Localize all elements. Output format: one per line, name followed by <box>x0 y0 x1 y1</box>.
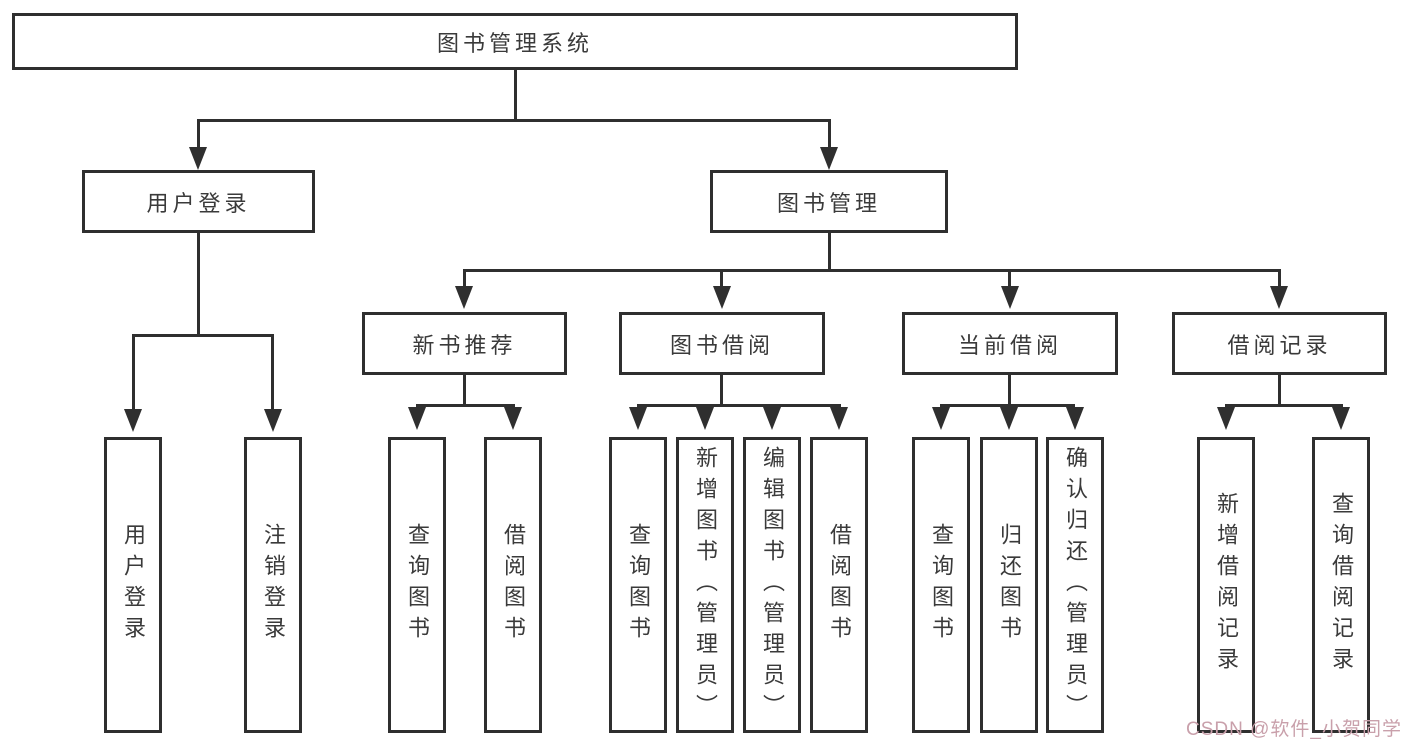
node-leaf-record-add-label: 新增借阅记录 <box>1214 492 1239 678</box>
node-leaf-borrow-add-label: 新增图书（管理员） <box>693 445 718 725</box>
arrowhead-record-add-icon <box>1217 407 1235 430</box>
node-root-label: 图书管理系统 <box>436 30 593 56</box>
arrowhead-user-login-icon <box>189 147 207 170</box>
node-leaf-borrow-add: 新增图书（管理员） <box>676 437 734 733</box>
arrowhead-book-borrow-icon <box>713 286 731 309</box>
node-leaf-borrow-borrow-label: 借阅图书 <box>827 523 852 647</box>
node-leaf-newbook-borrow-label: 借阅图书 <box>501 523 526 647</box>
arrowhead-new-book-icon <box>455 286 473 309</box>
arrowhead-current-query-icon <box>932 407 950 430</box>
node-leaf-current-return: 归还图书 <box>980 437 1038 733</box>
arrowhead-borrow-add-icon <box>696 407 714 430</box>
arrowhead-borrow-query-icon <box>629 407 647 430</box>
arrowhead-leaf-logout-icon <box>264 409 282 432</box>
node-leaf-borrow-edit-label: 编辑图书（管理员） <box>760 445 785 725</box>
arrowhead-current-confirm-icon <box>1066 407 1084 430</box>
node-leaf-newbook-query-label: 查询图书 <box>405 523 430 647</box>
connector-borrow-record-bar <box>1225 404 1343 407</box>
node-leaf-logout-label: 注销登录 <box>261 523 286 647</box>
arrowhead-borrow-record-icon <box>1270 286 1288 309</box>
node-leaf-borrow-edit: 编辑图书（管理员） <box>743 437 801 733</box>
node-leaf-record-query: 查询借阅记录 <box>1312 437 1370 733</box>
node-leaf-newbook-borrow: 借阅图书 <box>484 437 542 733</box>
node-leaf-current-query: 查询图书 <box>912 437 970 733</box>
csdn-watermark: CSDN @软件_小贺同学 <box>1186 719 1402 740</box>
node-leaf-current-query-label: 查询图书 <box>929 523 954 647</box>
node-leaf-newbook-query: 查询图书 <box>388 437 446 733</box>
node-leaf-user-login: 用户登录 <box>104 437 162 733</box>
arrowhead-borrow-borrow-icon <box>830 407 848 430</box>
node-leaf-borrow-query-label: 查询图书 <box>626 523 651 647</box>
connector-current-borrow-bar <box>940 404 1075 407</box>
connector-book-borrow-bar <box>637 404 841 407</box>
connector-borrow-record-stem <box>1278 373 1281 406</box>
arrowhead-book-mgmt-icon <box>820 147 838 170</box>
node-leaf-current-return-label: 归还图书 <box>997 523 1022 647</box>
arrowhead-borrow-edit-icon <box>763 407 781 430</box>
connector-book-borrow-stem <box>720 373 723 406</box>
arrowhead-newbook-borrow-icon <box>504 407 522 430</box>
connector-new-book-stem <box>463 373 466 406</box>
connector-drop-leaf-logout <box>271 334 274 411</box>
node-root: 图书管理系统 <box>12 13 1018 70</box>
node-leaf-logout: 注销登录 <box>244 437 302 733</box>
arrowhead-current-borrow-icon <box>1001 286 1019 309</box>
node-leaf-borrow-borrow: 借阅图书 <box>810 437 868 733</box>
connector-drop-borrow-record <box>1278 269 1281 287</box>
node-leaf-record-add: 新增借阅记录 <box>1197 437 1255 733</box>
node-borrow-record: 借阅记录 <box>1172 312 1387 375</box>
node-leaf-record-query-label: 查询借阅记录 <box>1329 492 1354 678</box>
node-leaf-user-login-label: 用户登录 <box>121 523 146 647</box>
connector-drop-book-borrow <box>720 269 723 287</box>
node-user-login-label: 用户登录 <box>146 190 251 216</box>
arrowhead-leaf-login-icon <box>124 409 142 432</box>
connector-user-login-stem <box>197 233 200 337</box>
connector-book-mgmt-stem <box>828 233 831 272</box>
node-book-borrow: 图书借阅 <box>619 312 825 375</box>
node-borrow-record-label: 借阅记录 <box>1227 332 1332 358</box>
node-new-book-rec: 新书推荐 <box>362 312 567 375</box>
connector-level2-bar <box>463 269 1281 272</box>
connector-user-login-bar <box>132 334 274 337</box>
connector-root-bar <box>197 119 831 122</box>
node-book-mgmt: 图书管理 <box>710 170 948 233</box>
node-current-borrow-label: 当前借阅 <box>957 332 1062 358</box>
node-user-login: 用户登录 <box>82 170 315 233</box>
node-current-borrow: 当前借阅 <box>902 312 1118 375</box>
node-new-book-rec-label: 新书推荐 <box>412 332 517 358</box>
connector-root-stem <box>514 70 517 121</box>
arrowhead-newbook-query-icon <box>408 407 426 430</box>
node-book-borrow-label: 图书借阅 <box>669 332 774 358</box>
connector-drop-book-mgmt <box>828 119 831 148</box>
node-leaf-current-confirm-label: 确认归还（管理员） <box>1063 445 1088 725</box>
connector-drop-user-login <box>197 119 200 148</box>
node-leaf-borrow-query: 查询图书 <box>609 437 667 733</box>
arrowhead-record-query-icon <box>1332 407 1350 430</box>
arrowhead-current-return-icon <box>1000 407 1018 430</box>
connector-current-borrow-stem <box>1008 373 1011 406</box>
connector-new-book-bar <box>416 404 515 407</box>
connector-drop-new-book <box>463 269 466 287</box>
connector-drop-leaf-login <box>132 334 135 411</box>
node-book-mgmt-label: 图书管理 <box>776 190 881 216</box>
connector-drop-current-borrow <box>1008 269 1011 287</box>
node-leaf-current-confirm: 确认归还（管理员） <box>1046 437 1104 733</box>
